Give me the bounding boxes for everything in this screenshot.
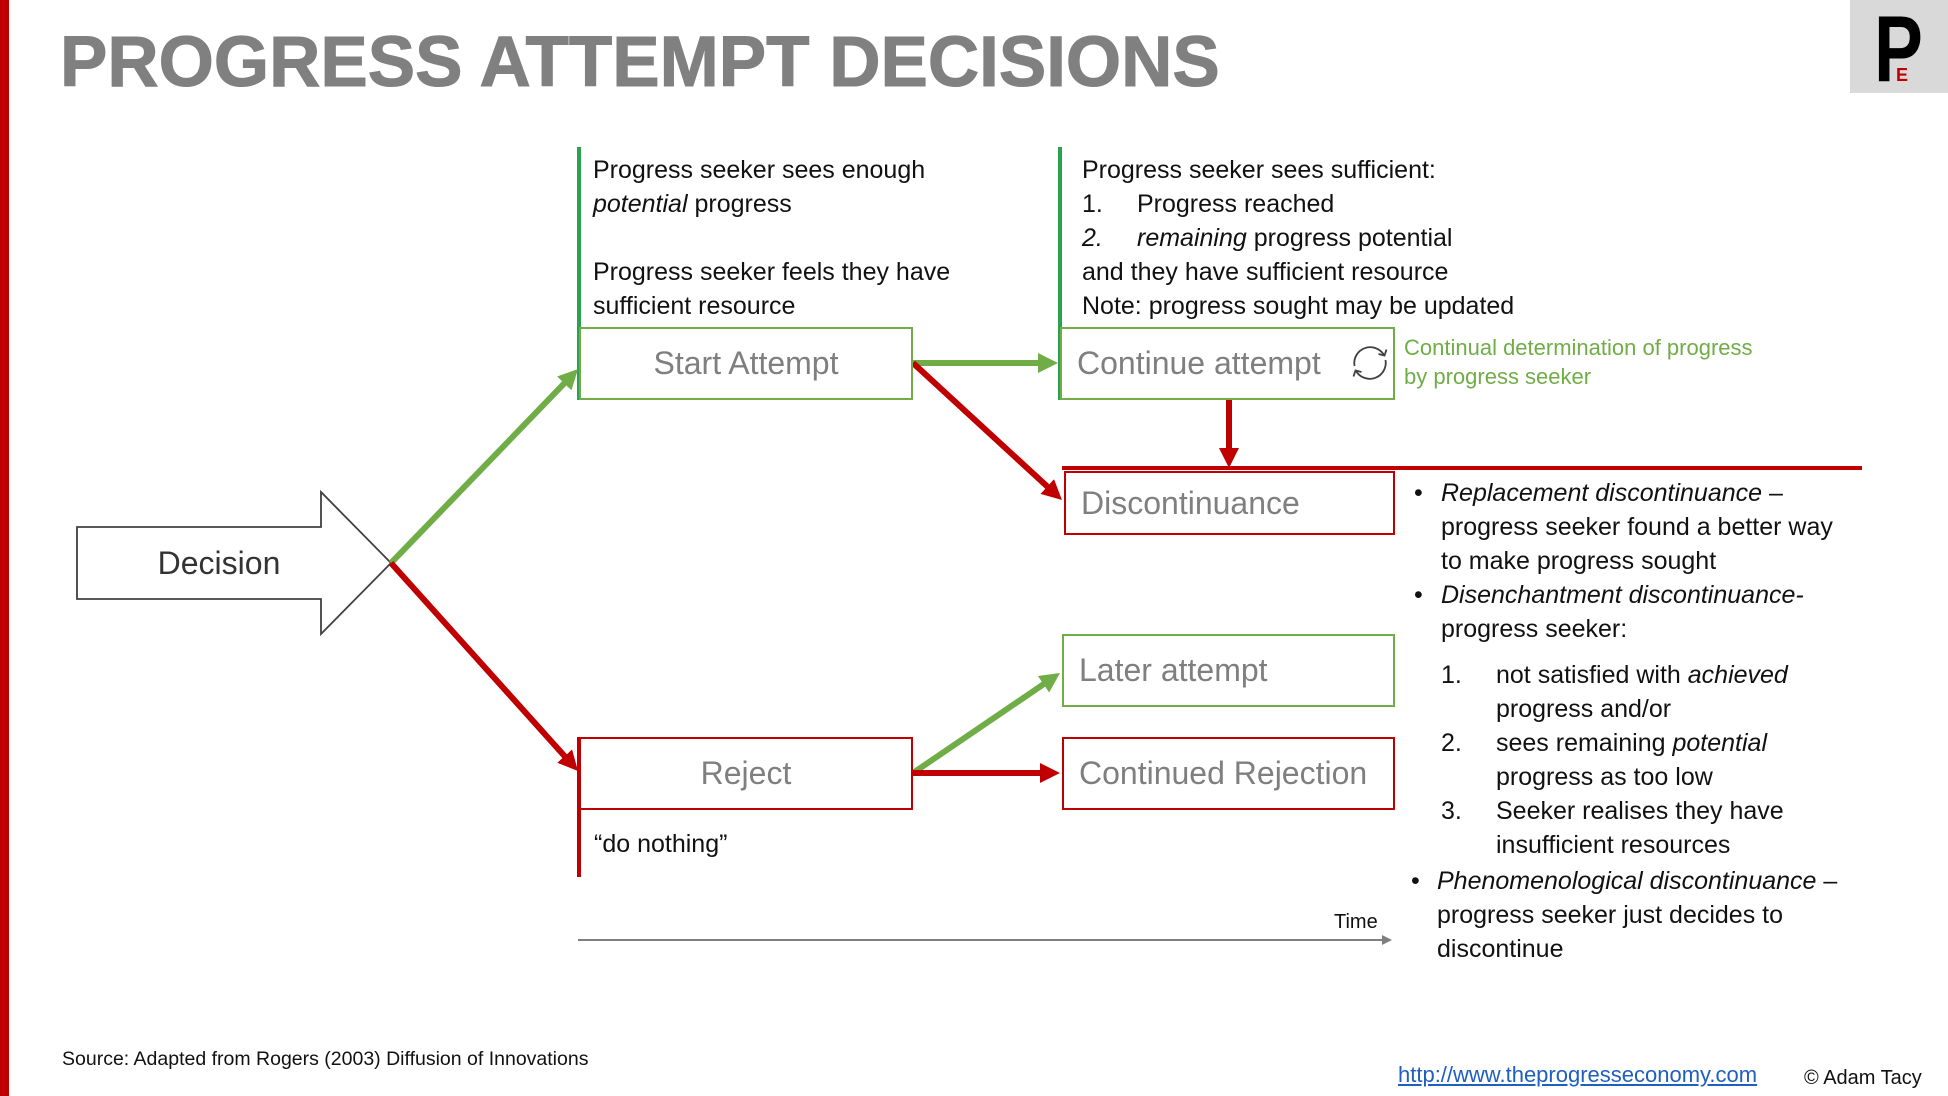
- emphasis-text: potential: [593, 190, 688, 218]
- bullet-line: • Disenchantment discontinuance-: [1414, 578, 1804, 612]
- bullet-text: discontinue: [1437, 935, 1564, 963]
- reason-text: progress and/or: [1496, 695, 1672, 723]
- continual-determination-note: Continual determination of progress by p…: [1404, 333, 1753, 391]
- bullet-line: • Phenomenological discontinuance –: [1411, 864, 1837, 898]
- continue-attempt-label: Continue attempt: [1077, 345, 1321, 381]
- reason-text: insufficient resources: [1496, 831, 1731, 859]
- emphasis-text: potential: [1672, 729, 1768, 757]
- continue-attempt-conditions: Progress seeker sees sufficient: 1. Progr…: [1082, 153, 1514, 323]
- bullet-text: progress seeker:: [1441, 615, 1628, 643]
- bullet-icon: •: [1411, 867, 1420, 895]
- condition-line: sufficient resource: [593, 292, 796, 320]
- emphasis-text: achieved: [1687, 661, 1788, 689]
- time-axis-label: Time: [1334, 911, 1378, 933]
- type-suffix: –: [1816, 867, 1838, 895]
- reason-item: 2. sees remaining potential: [1441, 726, 1788, 760]
- arrow-start-to-discontinuance: [910, 360, 1062, 501]
- later-attempt-box: Later attempt: [1062, 634, 1395, 707]
- type-name: Replacement discontinuance: [1441, 479, 1763, 507]
- condition-line: Progress seeker sees enough: [593, 156, 926, 184]
- spacer: [593, 221, 950, 255]
- source-citation: Source: Adapted from Rogers (2003) Diffu…: [62, 1048, 589, 1070]
- continued-rejection-label: Continued Rejection: [1079, 755, 1368, 791]
- reject-note: “do nothing”: [594, 830, 728, 858]
- discontinuance-box: Discontinuance: [1064, 471, 1395, 535]
- continued-rejection-box: Continued Rejection: [1062, 737, 1395, 810]
- logo: P E: [1850, 0, 1948, 101]
- reason-number: 3.: [1441, 797, 1462, 825]
- discontinuance-type-disenchantment: • Disenchantment discontinuance- progress…: [1414, 578, 1804, 646]
- condition-note: Note: progress sought may be updated: [1082, 292, 1515, 320]
- cycle-icon-graphic: [1352, 346, 1388, 380]
- discontinuance-type-replacement: • Replacement discontinuance – progress s…: [1414, 476, 1833, 578]
- start-attempt-box: Start Attempt: [579, 327, 913, 400]
- arrow-decision-to-start: [388, 368, 579, 566]
- website-link[interactable]: http://www.theprogresseconomy.com: [1398, 1062, 1758, 1087]
- logo-letter-p: P: [1874, 0, 1923, 101]
- item-number: 1.: [1082, 190, 1103, 218]
- type-name: Disenchantment discontinuance: [1441, 581, 1796, 609]
- reject-label: Reject: [700, 755, 792, 791]
- reason-item: 1. not satisfied with achieved: [1441, 658, 1788, 692]
- condition-text: progress: [687, 190, 792, 218]
- reason-number: 1.: [1441, 661, 1462, 689]
- left-accent-bar: [0, 0, 9, 1096]
- reason-text: progress as too low: [1496, 763, 1713, 791]
- condition-line: Progress seeker feels they have: [593, 258, 951, 286]
- decision-label: Decision: [157, 544, 281, 581]
- bullet-icon: •: [1414, 479, 1423, 507]
- annotation-line: by progress seeker: [1404, 364, 1592, 389]
- emphasis-text: remaining: [1137, 224, 1247, 252]
- logo-letter-e: E: [1896, 65, 1909, 85]
- arrow-reject-to-later: [911, 673, 1061, 776]
- bullet-text: progress seeker found a better way: [1441, 513, 1833, 541]
- item-text: progress potential: [1246, 224, 1453, 252]
- type-suffix: -: [1795, 581, 1804, 609]
- page-title: PROGRESS ATTEMPT DECISIONS: [60, 23, 1221, 102]
- reason-item: 3. Seeker realises they have: [1441, 794, 1788, 828]
- reason-text: sees remaining: [1496, 729, 1673, 757]
- condition-line: potential progress: [593, 187, 950, 221]
- condition-item: 1. Progress reached: [1082, 187, 1514, 221]
- item-text: Progress reached: [1137, 190, 1335, 218]
- condition-line: and they have sufficient resource: [1082, 258, 1449, 286]
- condition-item: 2. remaining progress potential: [1082, 221, 1514, 255]
- copyright-notice: © Adam Tacy: [1804, 1067, 1922, 1089]
- reason-text: Seeker realises they have: [1496, 797, 1784, 825]
- reason-number: 2.: [1441, 729, 1462, 757]
- disenchantment-reasons: 1. not satisfied with achieved progress a…: [1441, 658, 1788, 862]
- annotation-line: Continual determination of progress: [1404, 335, 1753, 360]
- start-attempt-label: Start Attempt: [653, 345, 839, 381]
- bullet-text: progress seeker just decides to: [1437, 901, 1784, 929]
- reject-box: Reject: [579, 737, 913, 810]
- discontinuance-type-phenomenological: • Phenomenological discontinuance – progr…: [1411, 864, 1837, 966]
- conditions-heading: Progress seeker sees sufficient:: [1082, 156, 1436, 184]
- bullet-text: to make progress sought: [1441, 547, 1717, 575]
- type-name: Phenomenological discontinuance: [1437, 867, 1817, 895]
- later-attempt-label: Later attempt: [1079, 652, 1268, 688]
- type-suffix: –: [1762, 479, 1783, 507]
- bullet-line: • Replacement discontinuance –: [1414, 476, 1833, 510]
- discontinuance-label: Discontinuance: [1081, 484, 1300, 521]
- continue-attempt-box: Continue attempt: [1060, 327, 1395, 400]
- arrow-decision-to-reject: [388, 560, 578, 771]
- item-number: 2.: [1082, 224, 1103, 252]
- reason-text: not satisfied with: [1496, 661, 1688, 689]
- bullet-icon: •: [1414, 581, 1423, 609]
- decision-block-arrow: [76, 489, 393, 637]
- cycle-icon: [1348, 342, 1392, 384]
- start-attempt-conditions: Progress seeker sees enough potential pr…: [593, 153, 950, 323]
